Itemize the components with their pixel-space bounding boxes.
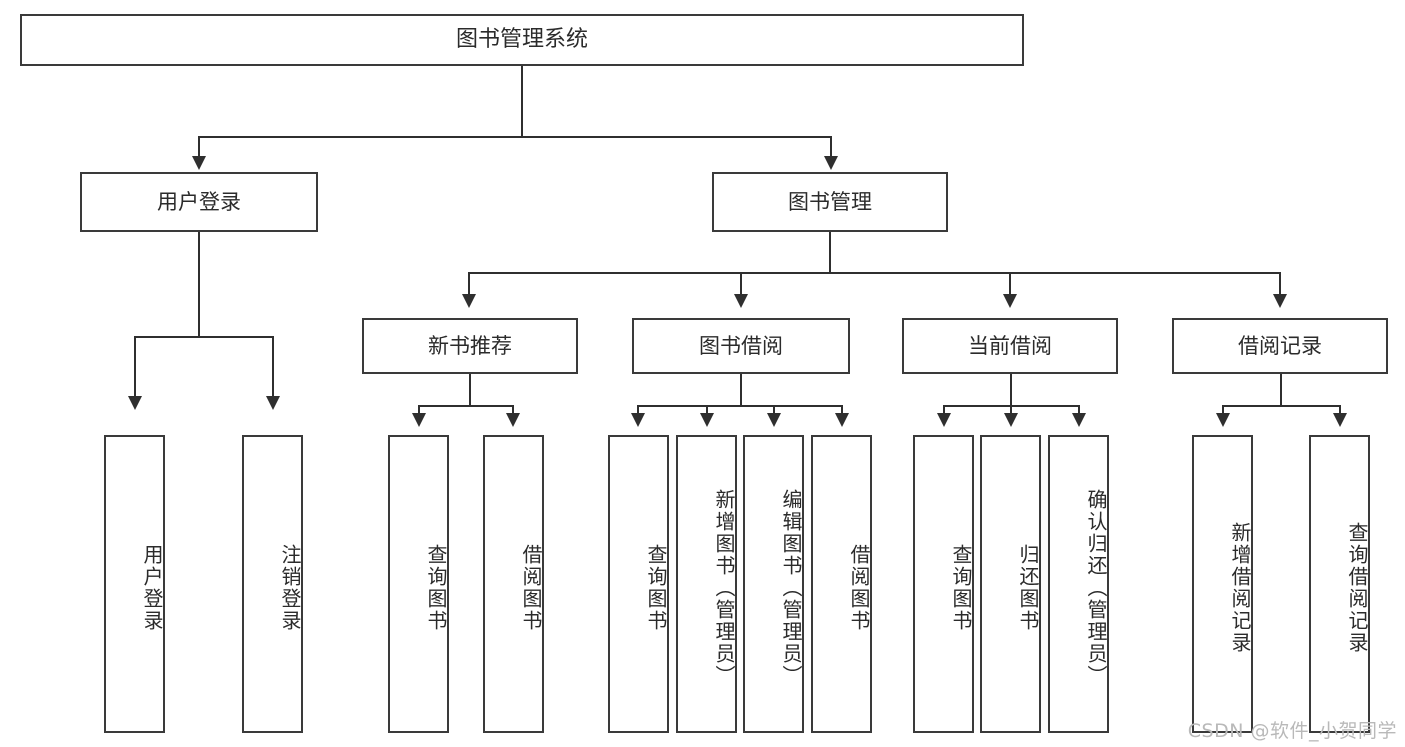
connector-level2-bar bbox=[468, 272, 1280, 274]
connector-borrow-bar bbox=[637, 405, 842, 407]
node-label: 确认归还（管理员） bbox=[1084, 489, 1108, 687]
arrow-recommend-leaf-2 bbox=[506, 413, 520, 427]
node-label: 借阅图书 bbox=[847, 544, 871, 632]
connector-user-login-bar bbox=[134, 336, 272, 338]
connector-borrow-drop-4 bbox=[841, 405, 843, 415]
arrow-to-book-borrow bbox=[734, 294, 748, 308]
leaf-logout[interactable]: 注销登录 bbox=[242, 435, 303, 733]
leaf-recommend-query-book[interactable]: 查询图书 bbox=[388, 435, 449, 733]
node-label: 新增图书（管理员） bbox=[712, 489, 736, 687]
connector-level2-drop-1 bbox=[468, 272, 470, 296]
connector-user-login-stem bbox=[198, 232, 200, 338]
leaf-recommend-borrow-book[interactable]: 借阅图书 bbox=[483, 435, 544, 733]
arrow-to-leaf-user-login bbox=[128, 396, 142, 410]
connector-user-login-drop-2 bbox=[272, 336, 274, 398]
leaf-user-login[interactable]: 用户登录 bbox=[104, 435, 165, 733]
connector-record-drop-2 bbox=[1339, 405, 1341, 415]
connector-level1-drop-left bbox=[198, 136, 200, 158]
leaf-record-add[interactable]: 新增借阅记录 bbox=[1192, 435, 1253, 733]
node-label: 当前借阅 bbox=[968, 333, 1052, 358]
node-label: 图书管理系统 bbox=[455, 27, 588, 53]
leaf-current-confirm-return[interactable]: 确认归还（管理员） bbox=[1048, 435, 1109, 733]
connector-borrow-drop-1 bbox=[637, 405, 639, 415]
leaf-borrow-query-book[interactable]: 查询图书 bbox=[608, 435, 669, 733]
connector-level1-bar bbox=[198, 136, 832, 138]
node-root-system[interactable]: 图书管理系统 bbox=[20, 14, 1024, 66]
arrow-current-leaf-1 bbox=[937, 413, 951, 427]
connector-level2-drop-2 bbox=[740, 272, 742, 296]
node-label: 查询借阅记录 bbox=[1345, 522, 1369, 654]
connector-record-bar bbox=[1222, 405, 1340, 407]
connector-current-stem bbox=[1010, 374, 1012, 407]
arrow-current-leaf-2 bbox=[1004, 413, 1018, 427]
connector-borrow-drop-3 bbox=[773, 405, 775, 415]
node-label: 用户登录 bbox=[140, 544, 164, 632]
arrow-to-leaf-logout bbox=[266, 396, 280, 410]
arrow-borrow-leaf-4 bbox=[835, 413, 849, 427]
node-new-book-recommend[interactable]: 新书推荐 bbox=[362, 318, 578, 374]
connector-recommend-bar bbox=[418, 405, 513, 407]
arrow-to-current-borrow bbox=[1003, 294, 1017, 308]
node-label: 借阅记录 bbox=[1238, 333, 1322, 358]
node-label: 注销登录 bbox=[278, 544, 302, 632]
leaf-borrow-borrow-book[interactable]: 借阅图书 bbox=[811, 435, 872, 733]
connector-current-drop-1 bbox=[943, 405, 945, 415]
node-user-login[interactable]: 用户登录 bbox=[80, 172, 318, 232]
node-current-borrow[interactable]: 当前借阅 bbox=[902, 318, 1118, 374]
node-label: 借阅图书 bbox=[519, 544, 543, 632]
arrow-borrow-leaf-1 bbox=[631, 413, 645, 427]
arrow-to-borrow-record bbox=[1273, 294, 1287, 308]
connector-record-stem bbox=[1280, 374, 1282, 407]
connector-recommend-drop-1 bbox=[418, 405, 420, 415]
arrow-to-user-login bbox=[192, 156, 206, 170]
leaf-borrow-add-book[interactable]: 新增图书（管理员） bbox=[676, 435, 737, 733]
arrow-recommend-leaf-1 bbox=[412, 413, 426, 427]
connector-borrow-stem bbox=[740, 374, 742, 407]
node-label: 新增借阅记录 bbox=[1228, 522, 1252, 654]
connector-borrow-drop-2 bbox=[706, 405, 708, 415]
connector-level2-drop-3 bbox=[1009, 272, 1011, 296]
node-label: 新书推荐 bbox=[428, 333, 512, 358]
arrow-borrow-leaf-3 bbox=[767, 413, 781, 427]
arrow-to-book-manage bbox=[824, 156, 838, 170]
arrow-record-leaf-2 bbox=[1333, 413, 1347, 427]
connector-level1-drop-right bbox=[830, 136, 832, 158]
arrow-current-leaf-3 bbox=[1072, 413, 1086, 427]
node-label: 图书管理 bbox=[788, 189, 872, 214]
node-label: 查询图书 bbox=[644, 544, 668, 632]
connector-root-stem bbox=[521, 66, 523, 137]
leaf-current-query-book[interactable]: 查询图书 bbox=[913, 435, 974, 733]
node-book-manage[interactable]: 图书管理 bbox=[712, 172, 948, 232]
node-label: 用户登录 bbox=[157, 189, 241, 214]
connector-book-manage-stem bbox=[829, 232, 831, 274]
node-label: 查询图书 bbox=[424, 544, 448, 632]
leaf-borrow-edit-book[interactable]: 编辑图书（管理员） bbox=[743, 435, 804, 733]
node-label: 图书借阅 bbox=[699, 333, 783, 358]
leaf-record-query[interactable]: 查询借阅记录 bbox=[1309, 435, 1370, 733]
connector-recommend-stem bbox=[469, 374, 471, 407]
connector-record-drop-1 bbox=[1222, 405, 1224, 415]
node-book-borrow[interactable]: 图书借阅 bbox=[632, 318, 850, 374]
arrow-to-new-book-recommend bbox=[462, 294, 476, 308]
node-label: 编辑图书（管理员） bbox=[779, 489, 803, 687]
node-label: 归还图书 bbox=[1016, 544, 1040, 632]
leaf-current-return-book[interactable]: 归还图书 bbox=[980, 435, 1041, 733]
connector-recommend-drop-2 bbox=[512, 405, 514, 415]
connector-level2-drop-4 bbox=[1279, 272, 1281, 296]
arrow-borrow-leaf-2 bbox=[700, 413, 714, 427]
connector-current-drop-3 bbox=[1078, 405, 1080, 415]
connector-current-drop-2 bbox=[1010, 405, 1012, 415]
node-label: 查询图书 bbox=[949, 544, 973, 632]
node-borrow-record[interactable]: 借阅记录 bbox=[1172, 318, 1388, 374]
arrow-record-leaf-1 bbox=[1216, 413, 1230, 427]
connector-user-login-drop-1 bbox=[134, 336, 136, 398]
